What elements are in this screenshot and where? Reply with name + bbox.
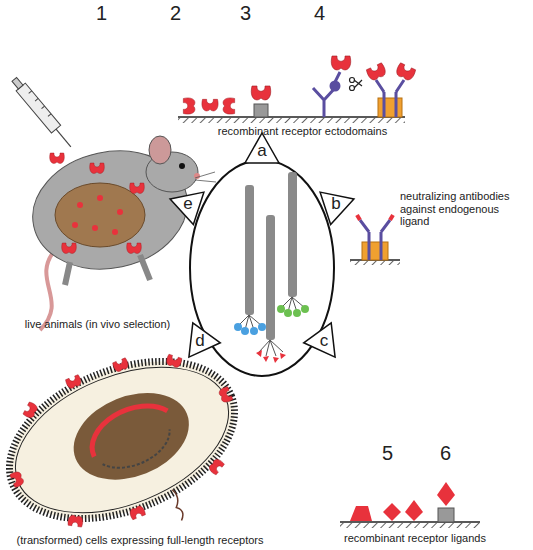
panel-letter: c [306,331,342,351]
triangle-shape [175,323,220,367]
antibody-cleavable [313,72,340,117]
fc-capture [366,63,416,117]
panel-letter: b [318,194,354,214]
cell [0,324,268,550]
selection-triangle: e [170,185,206,217]
panel-letter: d [182,331,218,351]
callout-number: 1 [96,2,116,25]
immobilized-ectodomain [251,86,270,117]
selection-triangle: b [318,185,354,217]
caption-label: neutralizing antibodies against endogeno… [400,190,530,228]
caption-label: recombinant receptor ectodomains [195,125,410,138]
triangle-shape [304,323,349,367]
phage-particles [234,172,309,363]
caption-label: recombinant receptor ligands [330,532,500,545]
callout-number: 5 [382,442,402,465]
mouse [22,136,216,330]
neutralizing-antibody [350,215,400,265]
selection-triangle: c [306,322,342,354]
caption-label: live animals (in vivo selection) [0,318,195,331]
panel-letter: e [170,194,206,214]
panel-letter: a [244,141,280,161]
scissors [350,78,363,91]
syringe [10,76,76,151]
ligand-surface [340,482,480,528]
caption-label: (transformed) cells expressing full-leng… [0,534,280,547]
selection-triangle: d [182,322,218,354]
callout-number: 4 [314,2,334,25]
callout-number: 3 [240,2,260,25]
surface [178,117,405,123]
free-ectodomains [183,98,234,114]
triangle-shape [245,133,279,163]
callout-number: 2 [170,2,190,25]
callout-number: 6 [440,442,460,465]
cleaved-ectodomain [331,56,350,70]
